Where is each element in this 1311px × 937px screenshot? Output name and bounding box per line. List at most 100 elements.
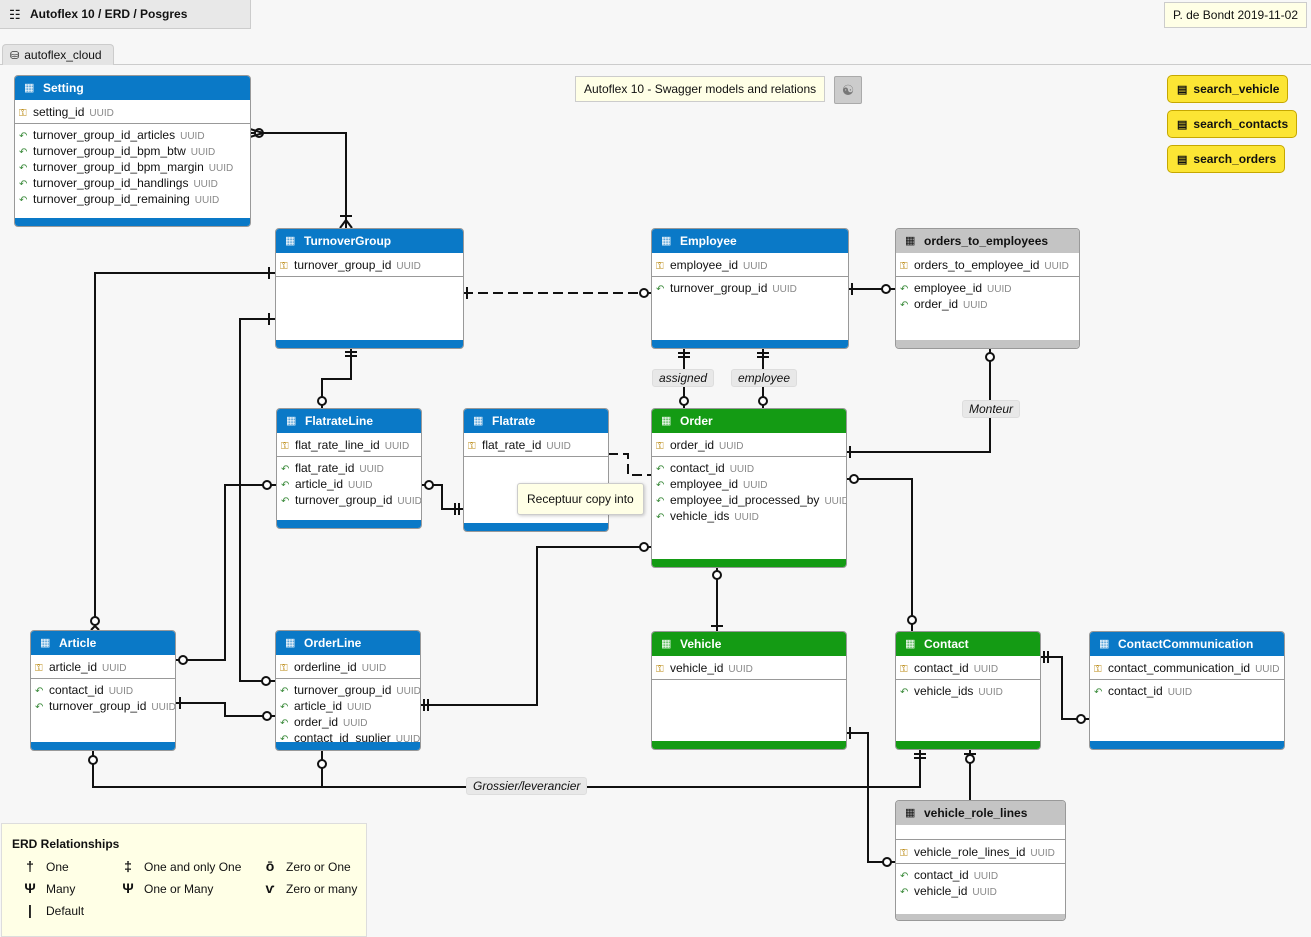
legend-item: Zero or One	[286, 860, 351, 874]
key-icon: ⚿	[280, 261, 288, 272]
key-icon: ⚿	[19, 108, 27, 119]
legend-title: ERD Relationships	[12, 837, 120, 851]
relation-label-assigned: assigned	[652, 369, 715, 387]
one-and-only-one-icon: ‡	[124, 858, 132, 874]
entity-header: ▦orders_to_employees	[896, 229, 1079, 253]
foreign-key-icon: ↶	[19, 131, 28, 142]
entity-contactcommunication[interactable]: ▦ContactCommunication ⚿contact_communica…	[1089, 631, 1285, 750]
key-icon: ⚿	[468, 441, 476, 452]
entity-name: Contact	[924, 637, 969, 651]
postgres-icon: ☯	[834, 76, 862, 104]
diagram-title-bar: ☷ Autoflex 10 / ERD / Posgres	[0, 0, 251, 29]
entity-name: ContactCommunication	[1118, 637, 1254, 651]
zero-or-one-icon: ō	[265, 858, 275, 874]
entity-name: TurnoverGroup	[304, 234, 392, 248]
entity-header: ▦ Employee	[652, 229, 848, 253]
table-icon: ▦	[661, 638, 672, 650]
table-icon: ▦	[286, 415, 297, 427]
key-icon: ⚿	[35, 663, 43, 674]
entity-header: ▦ContactCommunication	[1090, 632, 1284, 656]
entity-header: ▦ Contact	[896, 632, 1040, 656]
foreign-key-icon: ↶	[35, 702, 44, 713]
erd-legend: ERD Relationships † One Ψ Many | Default…	[1, 823, 367, 937]
foreign-key-icon: ↶	[656, 464, 665, 475]
foreign-key-icon: ↶	[656, 512, 665, 523]
tab-autoflex-cloud[interactable]: ⛁autoflex_cloud	[2, 44, 114, 65]
entity-header: ▦Setting	[15, 76, 250, 100]
many-icon: Ψ	[24, 880, 36, 896]
tab-bar: ⛁autoflex_cloud	[0, 44, 1311, 65]
entity-header: ▦ Article	[31, 631, 175, 655]
entity-orders-to-employees[interactable]: ▦orders_to_employees ⚿orders_to_employee…	[895, 228, 1080, 349]
entity-header: ▦ OrderLine	[276, 631, 420, 655]
relation-label-monteur: Monteur	[962, 400, 1021, 418]
table-icon: ▦	[905, 638, 916, 650]
legend-item: Zero or many	[286, 882, 358, 896]
foreign-key-icon: ↶	[280, 686, 289, 697]
key-icon: ⚿	[281, 441, 289, 452]
one-icon: †	[26, 858, 34, 874]
table-icon: ▦	[905, 235, 916, 247]
table-icon: ▦	[285, 637, 296, 649]
key-icon: ⚿	[900, 664, 908, 675]
entity-name: OrderLine	[304, 636, 362, 650]
entity-name: Vehicle	[680, 637, 722, 651]
entity-header: ▦Flatrate	[464, 409, 608, 433]
legend-item: Many	[46, 882, 76, 896]
legend-item: One or Many	[144, 882, 214, 896]
foreign-key-icon: ↶	[281, 480, 290, 491]
legend-item: One and only One	[144, 860, 242, 874]
table-icon: ▦	[661, 235, 672, 247]
entity-vehicle-role-lines[interactable]: ▦ vehicle_role_lines ⚿vehicle_role_lines_…	[895, 800, 1066, 921]
relation-label-grossier: Grossier/leverancier	[466, 777, 588, 795]
table-icon: ▦	[40, 637, 51, 649]
table-icon: ▤	[1177, 154, 1188, 166]
key-icon: ⚿	[280, 663, 288, 674]
table-icon: ▦	[285, 235, 296, 247]
entity-name: Employee	[680, 234, 737, 248]
search-orders-button[interactable]: ▤search_orders	[1167, 145, 1286, 173]
foreign-key-icon: ↶	[656, 496, 665, 507]
search-contacts-button[interactable]: ▤search_contacts	[1167, 110, 1298, 138]
entity-name: Article	[59, 636, 97, 650]
hierarchy-icon: ☷	[9, 7, 21, 22]
tab-label: autoflex_cloud	[24, 48, 102, 62]
foreign-key-icon: ↶	[19, 195, 28, 206]
table-icon: ▦	[905, 807, 916, 819]
entity-name: vehicle_role_lines	[924, 806, 1028, 820]
search-vehicle-button[interactable]: ▤search_vehicle	[1167, 75, 1289, 103]
foreign-key-icon: ↶	[900, 887, 909, 898]
entity-name: Order	[680, 414, 713, 428]
